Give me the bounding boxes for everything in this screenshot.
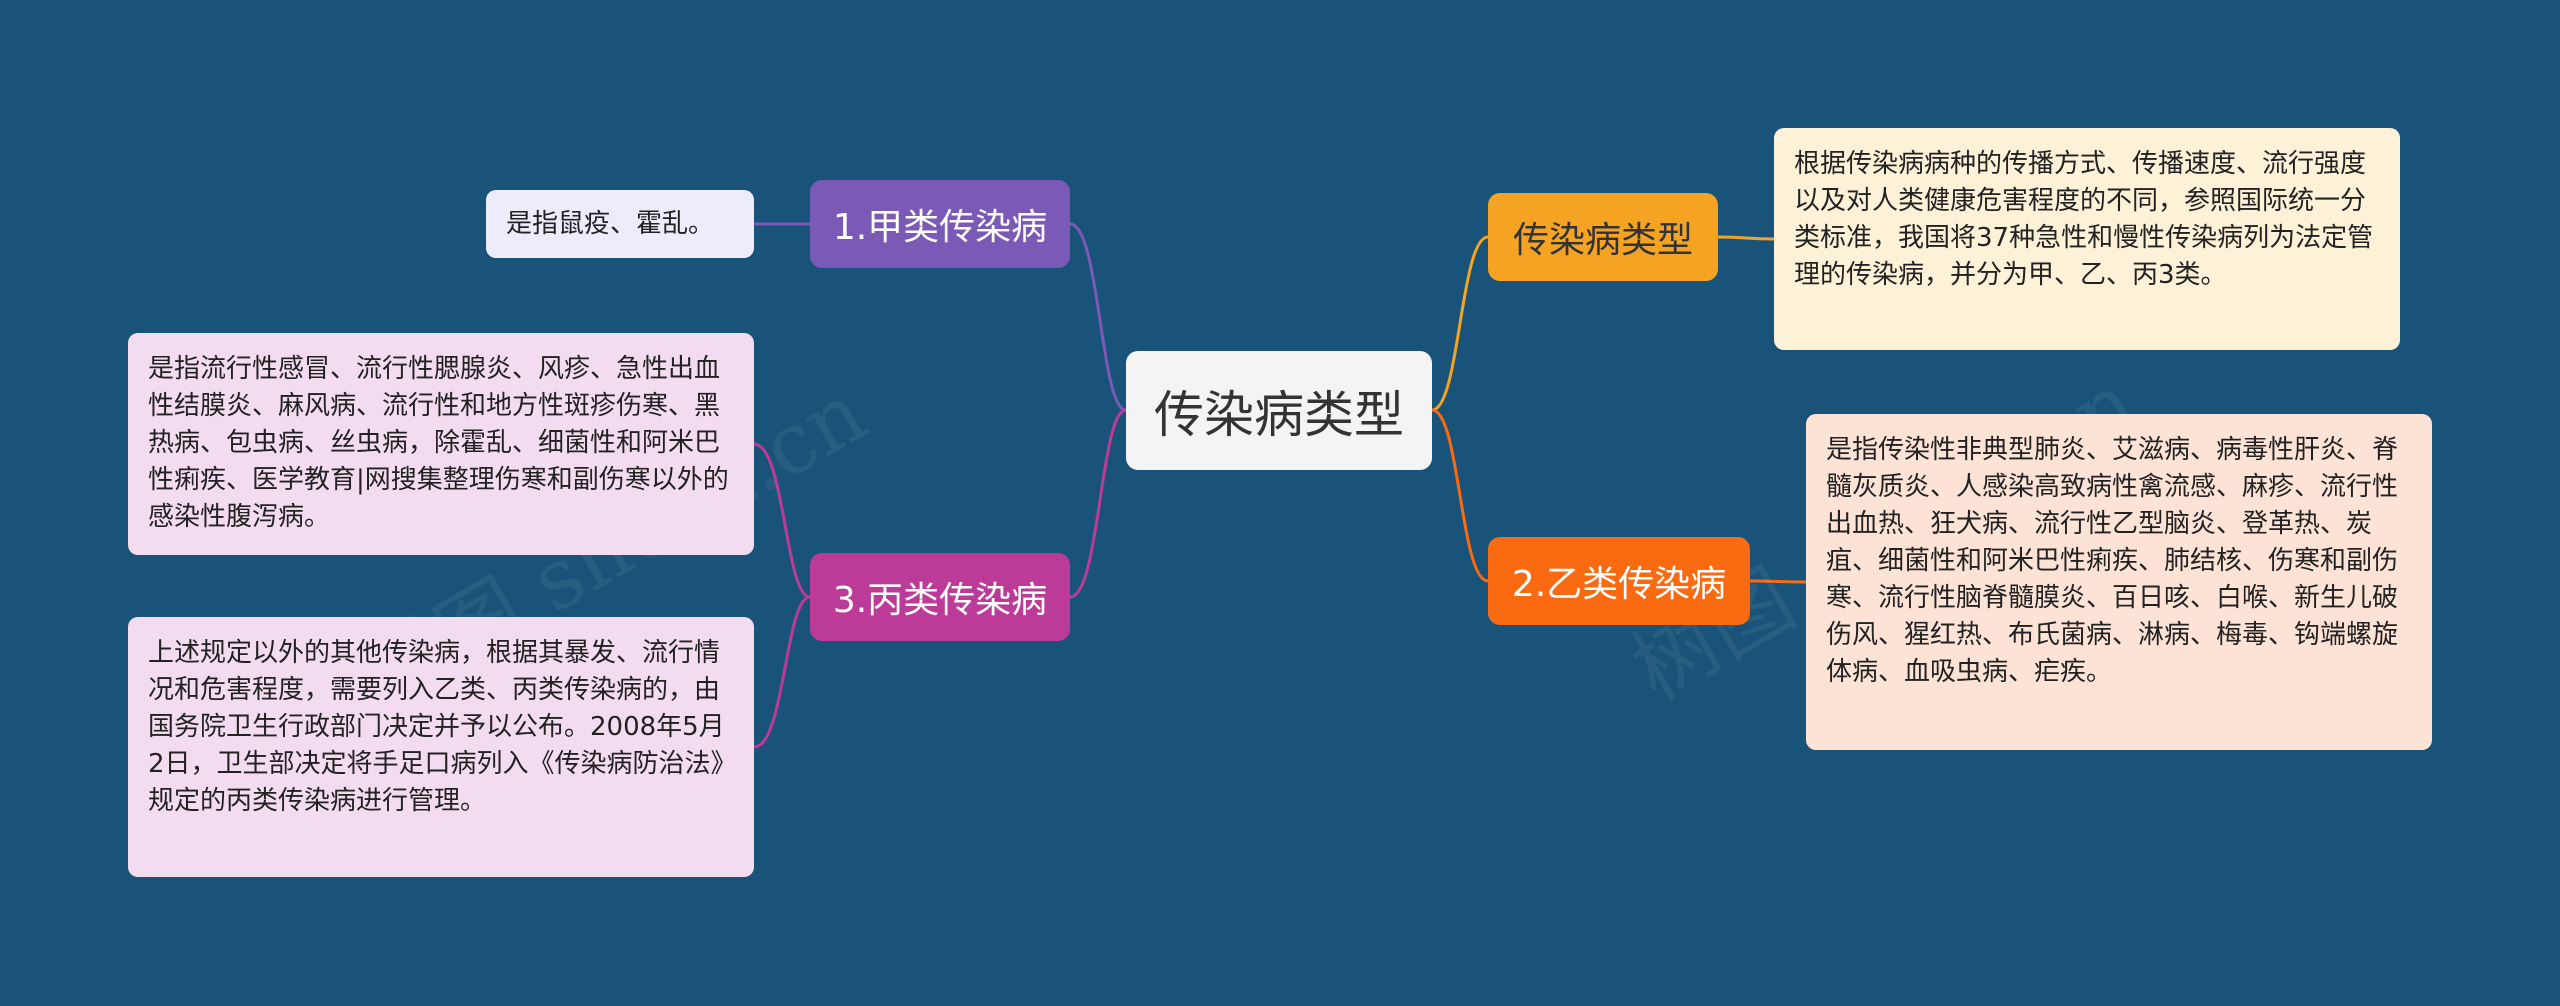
branch-types[interactable]: 传染病类型	[1488, 193, 1718, 281]
connector-center-class-a	[1069, 222, 1127, 412]
connector-class-c-leaf-1	[753, 442, 811, 599]
center-topic[interactable]: 传染病类型	[1126, 351, 1432, 470]
leaf-types[interactable]: 根据传染病病种的传播方式、传播速度、流行强度以及对人类健康危害程度的不同，参照国…	[1774, 128, 2400, 350]
connector-center-class-c	[1069, 408, 1127, 599]
leaf-class-b[interactable]: 是指传染性非典型肺炎、艾滋病、病毒性肝炎、脊髓灰质炎、人感染高致病性禽流感、麻疹…	[1806, 414, 2432, 750]
branch-class-a[interactable]: 1.甲类传染病	[810, 180, 1070, 268]
branch-class-b[interactable]: 2.乙类传染病	[1488, 537, 1750, 625]
connector-types-leaf	[1717, 235, 1775, 241]
leaf-class-a[interactable]: 是指鼠疫、霍乱。	[486, 190, 754, 258]
connector-class-c-leaf-2	[753, 595, 811, 749]
connector-center-class-b	[1431, 408, 1489, 583]
leaf-class-c-1[interactable]: 是指流行性感冒、流行性腮腺炎、风疹、急性出血性结膜炎、麻风病、流行性和地方性斑疹…	[128, 333, 754, 555]
branch-class-c[interactable]: 3.丙类传染病	[810, 553, 1070, 641]
leaf-class-c-2[interactable]: 上述规定以外的其他传染病，根据其暴发、流行情况和危害程度，需要列入乙类、丙类传染…	[128, 617, 754, 877]
connector-class-b-leaf	[1749, 579, 1807, 584]
connector-center-types	[1431, 235, 1489, 412]
